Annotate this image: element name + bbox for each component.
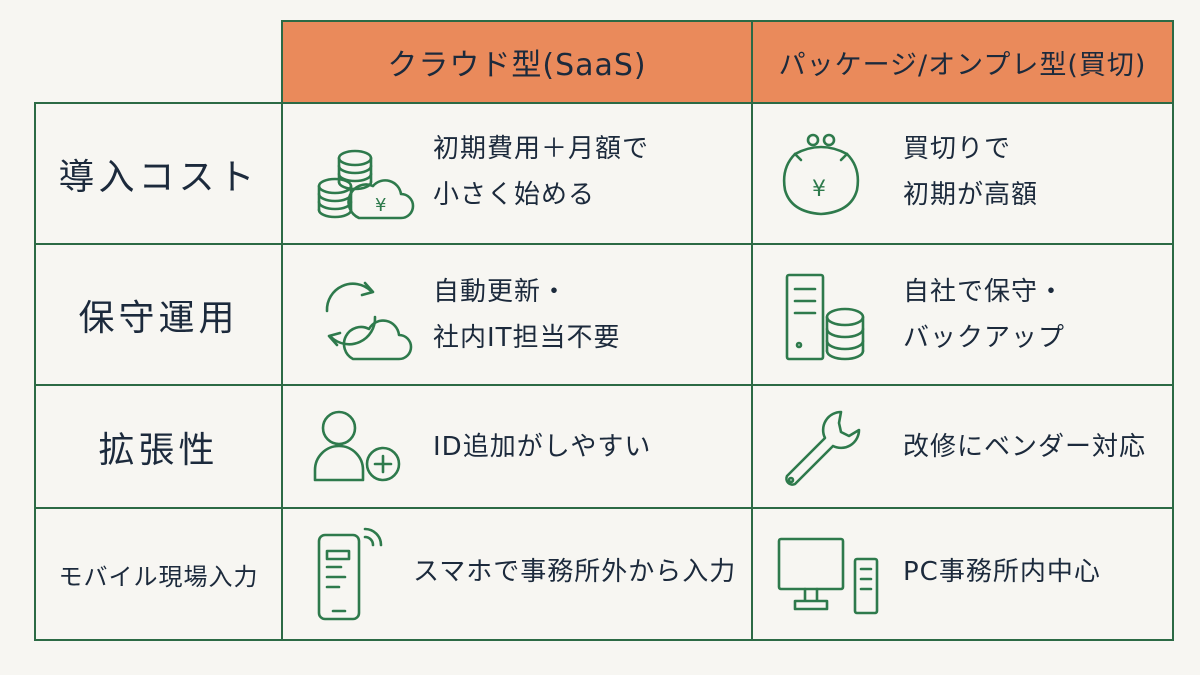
cloud-maintenance-text: 自動更新・ 社内IT担当不要 <box>433 277 621 353</box>
cloud-scalability-text: ID追加がしやすい <box>433 432 652 462</box>
row-label-text: 導入コスト <box>58 156 259 198</box>
cell-cloud-cost: ¥ 初期費用＋月額で 小さく始める <box>281 102 753 245</box>
cell-cloud-scalability: ID追加がしやすい <box>281 384 753 509</box>
cell-cloud-mobile: スマホで事務所外から入力 <box>281 507 753 641</box>
cell-package-scalability: 改修にベンダー対応 <box>751 384 1174 509</box>
header-cloud: クラウド型(SaaS) <box>281 20 753 104</box>
smartphone-wifi-icon <box>313 523 393 623</box>
wrench-icon <box>779 404 869 494</box>
cell-cloud-maintenance: 自動更新・ 社内IT担当不要 <box>281 243 753 386</box>
svg-text:¥: ¥ <box>812 177 826 202</box>
cell-package-mobile: PC事務所内中心 <box>751 507 1174 641</box>
row-label-text: モバイル現場入力 <box>58 562 259 591</box>
package-maintenance-text: 自社で保守・ バックアップ <box>903 277 1066 353</box>
row-label-text: 拡張性 <box>98 429 219 471</box>
row-label-cost: 導入コスト <box>34 102 283 245</box>
sync-cloud-icon <box>313 275 413 365</box>
row-label-mobile: モバイル現場入力 <box>34 507 283 641</box>
coin-purse-yen-icon: ¥ <box>781 132 861 222</box>
coins-cloud-yen-icon: ¥ <box>315 144 415 224</box>
desktop-pc-icon <box>775 533 885 619</box>
row-label-text: 保守運用 <box>78 297 239 339</box>
package-scalability-text: 改修にベンダー対応 <box>903 432 1147 462</box>
cell-package-cost: ¥ 買切りで 初期が高額 <box>751 102 1174 245</box>
row-label-scalability: 拡張性 <box>34 384 283 509</box>
svg-text:¥: ¥ <box>375 195 386 216</box>
server-database-icon <box>783 271 873 365</box>
row-label-maintenance: 保守運用 <box>34 243 283 386</box>
package-cost-text: 買切りで 初期が高額 <box>903 134 1039 210</box>
header-package: パッケージ/オンプレ型(買切) <box>751 20 1174 104</box>
cloud-cost-text: 初期費用＋月額で 小さく始める <box>433 134 650 210</box>
cell-package-maintenance: 自社で保守・ バックアップ <box>751 243 1174 386</box>
cloud-mobile-text: スマホで事務所外から入力 <box>413 557 737 587</box>
add-user-icon <box>311 406 411 486</box>
package-mobile-text: PC事務所内中心 <box>903 557 1101 587</box>
